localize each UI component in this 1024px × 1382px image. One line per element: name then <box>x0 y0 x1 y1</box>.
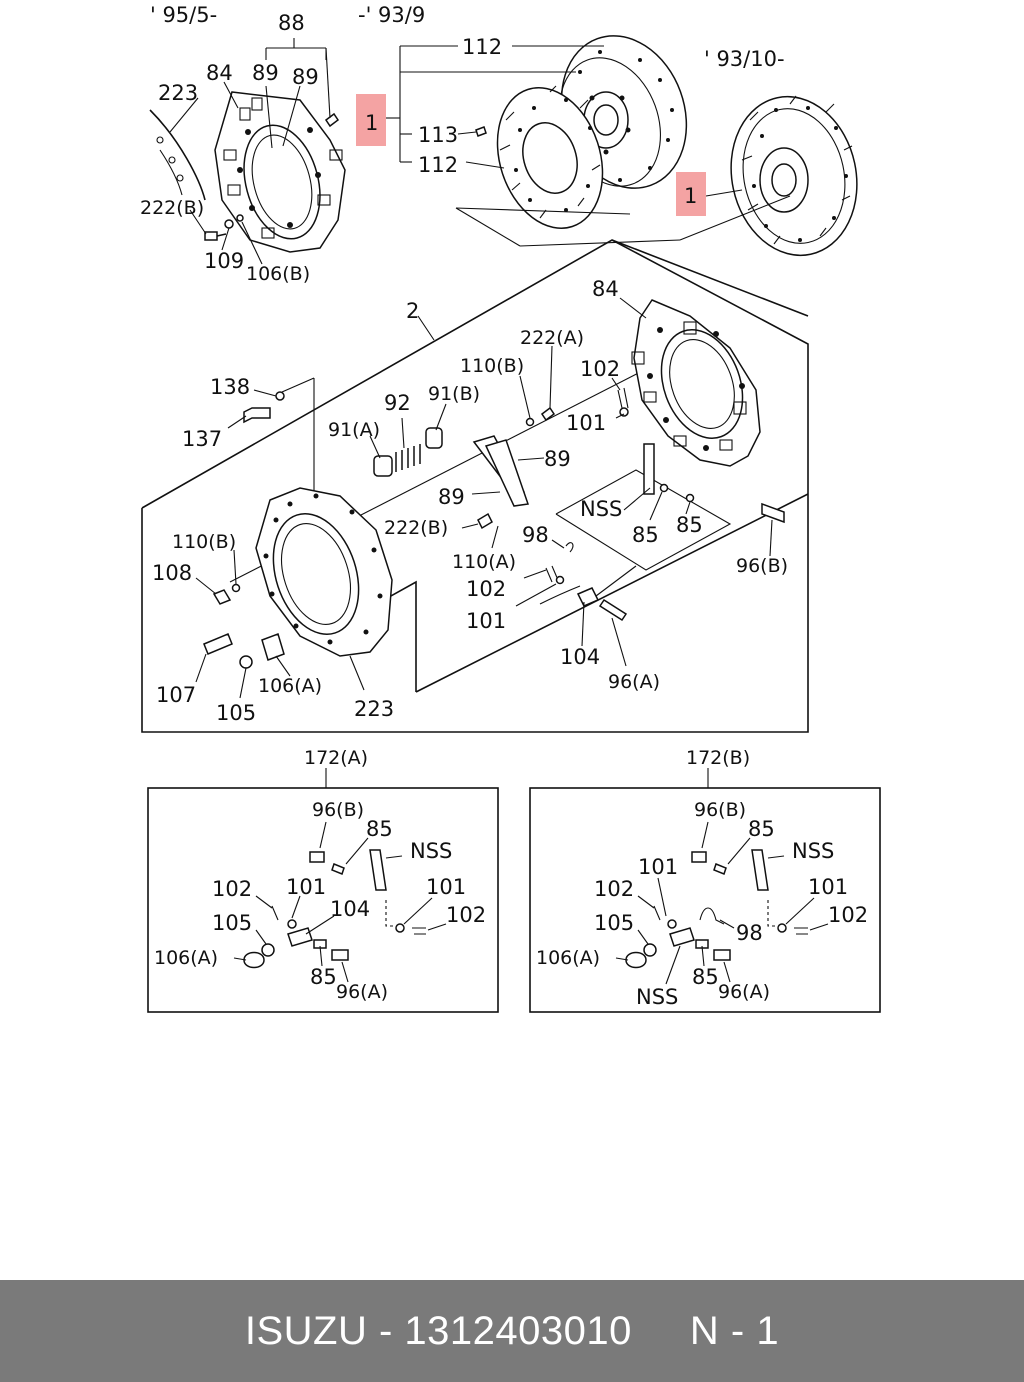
small-hardware <box>203 387 785 669</box>
part-label-96b: 96(B) <box>312 799 364 821</box>
part-label-85: 85 <box>676 513 703 537</box>
leaders-box-a <box>233 821 447 983</box>
part-label-105: 105 <box>216 701 256 725</box>
part-label-89: 89 <box>544 447 571 471</box>
variant-label-93-9: -' 93/9 <box>358 3 425 27</box>
part-label-91a: 91(A) <box>328 419 380 441</box>
part-label-102: 102 <box>828 903 868 927</box>
part-label-nss: NSS <box>636 985 678 1009</box>
part-label-138: 138 <box>210 375 250 399</box>
leaders-disc-early <box>386 45 604 169</box>
leaders-top-left <box>169 38 331 265</box>
part-label-104: 104 <box>560 645 600 669</box>
part-label-98: 98 <box>736 921 763 945</box>
part-label-101: 101 <box>426 875 466 899</box>
part-label-222a: 222(A) <box>520 327 584 349</box>
part-label-102: 102 <box>212 877 252 901</box>
part-label-89: 89 <box>292 65 319 89</box>
detail-box-172a <box>147 768 499 1013</box>
clutch-exploded-diagram: ' 95/5- 88 84 89 89 223 222(B) 109 106(B… <box>140 3 881 1013</box>
part-label-101: 101 <box>638 855 678 879</box>
part-label-110b: 110(B) <box>460 355 524 377</box>
part-label-2: 2 <box>406 299 419 323</box>
part-label-85: 85 <box>310 965 337 989</box>
detail-box-172b <box>529 768 881 1013</box>
part-label-nss: NSS <box>792 839 834 863</box>
part-label-101: 101 <box>466 609 506 633</box>
part-label-102: 102 <box>580 357 620 381</box>
part-label-nss: NSS <box>410 839 452 863</box>
part-label-85: 85 <box>366 817 393 841</box>
part-label-101: 101 <box>808 875 848 899</box>
assembly-plane-top <box>455 195 791 247</box>
part-label-106a: 106(A) <box>154 947 218 969</box>
variant-label-93-10: ' 93/10- <box>704 47 785 71</box>
pressure-plate-variant-95 <box>149 91 346 253</box>
part-label-84: 84 <box>206 61 233 85</box>
part-label-89: 89 <box>438 485 465 509</box>
part-label-102: 102 <box>594 877 634 901</box>
part-label-137: 137 <box>182 427 222 451</box>
part-label-96a: 96(A) <box>608 671 660 693</box>
part-label-91b: 91(B) <box>428 383 480 405</box>
part-label-222b: 222(B) <box>140 197 204 219</box>
clutch-disc-late <box>730 95 858 257</box>
detail-box-title-172b: 172(B) <box>686 747 750 769</box>
part-label-96a: 96(A) <box>336 981 388 1003</box>
part-label-112: 112 <box>462 35 502 59</box>
leaders-box-b <box>615 821 829 985</box>
part-label-106a: 106(A) <box>536 947 600 969</box>
part-label-96b: 96(B) <box>736 555 788 577</box>
part-number-banner: ISUZU - 1312403010 N - 1 <box>0 1280 1024 1382</box>
pressure-plate <box>255 487 393 657</box>
release-levers <box>472 435 530 507</box>
part-label-101: 101 <box>566 411 606 435</box>
spring-assembly <box>373 427 443 477</box>
detail-box-title-172a: 172(A) <box>304 747 368 769</box>
variant-label-95: ' 95/5- <box>150 3 217 27</box>
part-label-107: 107 <box>156 683 196 707</box>
part-label-101: 101 <box>286 875 326 899</box>
part-label-106b: 106(B) <box>246 263 310 285</box>
part-label-102: 102 <box>446 903 486 927</box>
part-label-105: 105 <box>212 911 252 935</box>
part-label-92: 92 <box>384 391 411 415</box>
part-label-223: 223 <box>354 697 394 721</box>
part-label-85: 85 <box>692 965 719 989</box>
part-label-110a: 110(A) <box>452 551 516 573</box>
part-label-85: 85 <box>748 817 775 841</box>
part-label-88: 88 <box>278 11 305 35</box>
part-label-98: 98 <box>522 523 549 547</box>
part-label-105: 105 <box>594 911 634 935</box>
clutch-cover <box>631 299 761 467</box>
part-label-102: 102 <box>466 577 506 601</box>
part-label-104: 104 <box>330 897 370 921</box>
bolt-137 <box>243 391 285 424</box>
part-label-106a: 106(A) <box>258 675 322 697</box>
main-assembly-frame <box>141 239 809 733</box>
part-label-110b: 110(B) <box>172 531 236 553</box>
part-label-108: 108 <box>152 561 192 585</box>
part-label-96b: 96(B) <box>694 799 746 821</box>
part-label-1: 1 <box>684 184 697 208</box>
part-label-109: 109 <box>204 249 244 273</box>
part-label-84: 84 <box>592 277 619 301</box>
part-label-113: 113 <box>418 123 458 147</box>
part-label-89: 89 <box>252 61 279 85</box>
part-label-85: 85 <box>632 523 659 547</box>
part-label-96a: 96(A) <box>718 981 770 1003</box>
part-1-highlight <box>676 172 706 216</box>
leaders-main <box>195 297 773 699</box>
part-label-223: 223 <box>158 81 198 105</box>
part-label-nss: NSS <box>580 497 622 521</box>
part-number-text: ISUZU - 1312403010 N - 1 <box>244 1308 780 1353</box>
leader-part-1 <box>705 189 743 197</box>
part-label-1: 1 <box>365 111 378 135</box>
part-1-highlight <box>356 94 386 146</box>
clutch-disc-early <box>475 35 688 229</box>
part-label-222b: 222(B) <box>384 517 448 539</box>
part-label-112: 112 <box>418 153 458 177</box>
